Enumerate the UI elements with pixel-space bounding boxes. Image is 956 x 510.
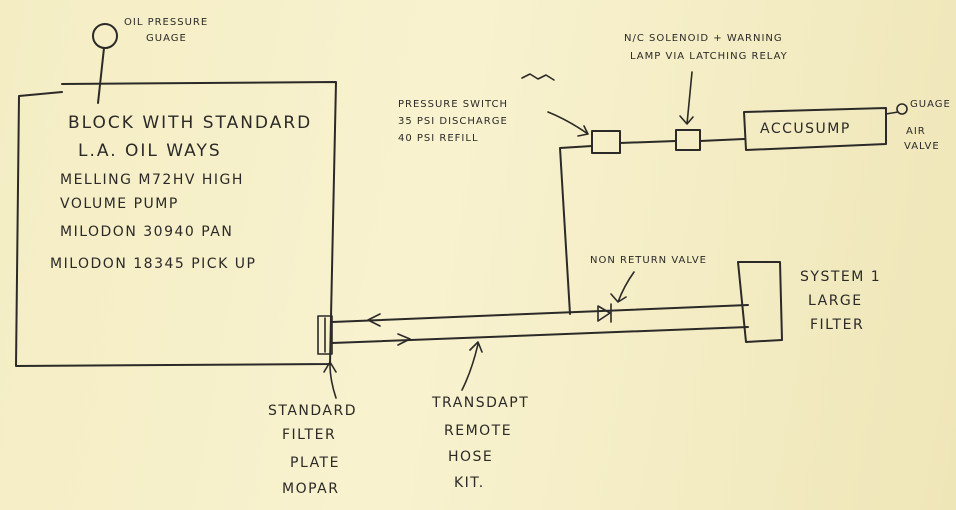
- filter-plate-icon: [317, 315, 333, 355]
- filter-plate-label-2: FILTER: [282, 427, 337, 443]
- feed-arrow-icon: [397, 333, 411, 346]
- accumulator-line: [559, 145, 593, 315]
- hose-kit-label-2: REMOTE: [444, 423, 513, 439]
- hose-pointer-arrow: [461, 341, 483, 391]
- pressure-switch-label-2: 35 PSI DISCHARGE: [398, 116, 508, 127]
- air-valve-line: [885, 111, 899, 115]
- filter-plate-label-1: STANDARD: [268, 403, 358, 419]
- system-filter-label-2: LARGE: [808, 293, 863, 309]
- valve-pointer-arrow: [610, 271, 635, 303]
- system-filter-box: [737, 261, 783, 343]
- feed-hose: [331, 326, 749, 344]
- block-line-3: MELLING M72HV HIGH: [60, 172, 244, 188]
- accusump-gauge-icon: [896, 103, 908, 115]
- oil-pressure-gauge-icon: [92, 23, 118, 49]
- return-hose: [331, 304, 749, 323]
- non-return-valve-label: NON RETURN VALVE: [590, 255, 707, 266]
- solenoid-label-1: N/C SOLENOID + WARNING: [624, 33, 783, 44]
- hose-kit-label-4: KIT.: [454, 475, 485, 491]
- gauge-right-label: GUAGE: [910, 99, 951, 110]
- hose-kit-label-3: HOSE: [448, 449, 494, 465]
- accusump-box: [743, 107, 887, 151]
- gauge-top-label-2: GUAGE: [146, 33, 187, 44]
- gauge-top-label-1: OIL PRESSURE: [124, 17, 209, 28]
- non-return-valve-icon: [597, 305, 611, 322]
- filter-plate-label-3: PLATE: [290, 455, 340, 471]
- air-valve-label-1: AIR: [906, 126, 926, 137]
- solenoid-box: [675, 129, 701, 151]
- line-switch-solenoid: [619, 140, 677, 144]
- pressure-switch-label-3: 40 PSI REFILL: [398, 133, 479, 144]
- gauge-stem: [97, 47, 105, 104]
- block-line-4: VOLUME PUMP: [60, 196, 179, 212]
- accusump-label: ACCUSUMP: [760, 121, 851, 137]
- system-filter-label-3: FILTER: [810, 317, 865, 333]
- switch-pointer-arrow: [547, 111, 589, 137]
- pressure-switch-label-1: PRESSURE SWITCH: [398, 99, 508, 110]
- solenoid-pointer-arrow: [679, 71, 694, 125]
- pressure-switch-box: [591, 130, 621, 154]
- system-filter-label-1: SYSTEM 1: [800, 269, 882, 285]
- filter-plate-pointer-arrow: [323, 361, 337, 399]
- block-line-5: MILODON 30940 PAN: [60, 224, 234, 240]
- hose-kit-label-1: TRANSDAPT: [432, 395, 530, 411]
- block-line-6: MILODON 18345 PICK UP: [50, 256, 257, 272]
- air-valve-label-2: VALVE: [904, 141, 940, 152]
- filter-plate-label-4: MOPAR: [282, 481, 340, 497]
- return-arrow-icon: [367, 313, 381, 327]
- engine-block-box: [15, 81, 337, 367]
- block-line-1: BLOCK WITH STANDARD: [68, 113, 313, 133]
- line-solenoid-accusump: [699, 138, 745, 142]
- block-line-2: L.A. OIL WAYS: [78, 141, 222, 161]
- solenoid-label-2: LAMP VIA LATCHING RELAY: [630, 51, 788, 62]
- scribble-mark: [521, 73, 555, 81]
